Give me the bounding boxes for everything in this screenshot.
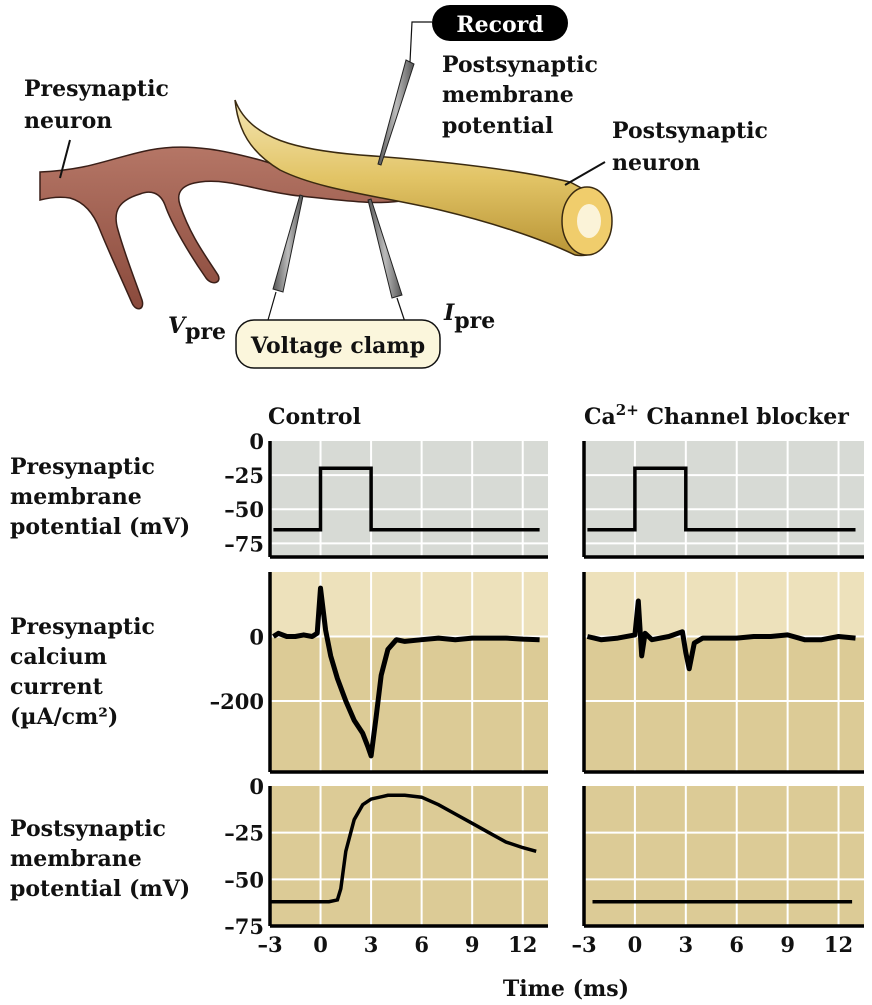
record-caption: Postsynaptic membrane potential	[442, 52, 606, 139]
row-label-line: membrane	[10, 846, 142, 872]
x-tick-label: 9	[780, 932, 795, 957]
vpre-pipette	[267, 194, 304, 321]
y-tick-label: –50	[224, 867, 264, 892]
y-tick-label: 0	[249, 774, 264, 799]
x-tick-label: 3	[679, 932, 694, 957]
record-pipette	[377, 21, 432, 166]
blocker-suffix: Channel blocker	[639, 404, 849, 430]
presynaptic-label-line: Presynaptic	[24, 76, 169, 102]
x-tick-label: 12	[824, 932, 853, 957]
x-tick-label: –3	[257, 932, 282, 957]
vpre-sub: pre	[185, 319, 226, 345]
data-line	[586, 598, 856, 672]
row-label-line: Presynaptic	[10, 614, 155, 640]
record-label: Record	[456, 12, 543, 38]
record-caption-line: membrane	[442, 82, 574, 108]
x-tick-label: 12	[508, 932, 537, 957]
data-line	[272, 585, 540, 759]
y-tick-label: –25	[224, 821, 264, 846]
data-line	[273, 466, 540, 532]
plot-background	[584, 786, 864, 926]
plot-background-upper	[584, 572, 864, 637]
plot-blocker-postsynaptic-potential: –3 0 3 6 9 12	[571, 786, 864, 957]
voltage-clamp-label: Voltage clamp	[250, 333, 425, 359]
row-label-line: potential (mV)	[10, 514, 190, 540]
ipre-pipette	[367, 198, 406, 323]
vpre-main: V	[168, 313, 187, 339]
y-tick-label: –25	[224, 463, 264, 488]
y-tick-label: 0	[249, 429, 264, 454]
x-axis-label: Time (ms)	[503, 976, 629, 1002]
plot-control-postsynaptic-potential: 0 –25 –50 –75–3 0 3 6 9 12	[224, 774, 548, 957]
x-tick-label: 6	[414, 932, 429, 957]
y-tick-label: –50	[224, 497, 264, 522]
data-line	[587, 466, 856, 532]
presynaptic-neuron-label: Presynaptic neuron	[24, 76, 177, 134]
x-tick-label: 9	[465, 932, 480, 957]
y-tick-label: 0	[249, 625, 264, 650]
postsynaptic-neuron-label: Postsynaptic neuron	[612, 118, 776, 176]
x-tick-label: –3	[571, 932, 596, 957]
row-label-line: potential (mV)	[10, 876, 190, 902]
row-label-line: Presynaptic	[10, 454, 155, 480]
row-label-line: current	[10, 674, 104, 700]
blocker-prefix: Ca	[584, 404, 616, 430]
vpre-label: Vpre	[168, 313, 226, 345]
plot-background-lower	[584, 636, 864, 772]
y-tick-label: –75	[224, 531, 264, 556]
voltage-clamp-box: Voltage clamp	[235, 319, 441, 369]
plot-blocker-presynaptic-potential	[582, 441, 864, 559]
presynaptic-pointer-line	[59, 139, 71, 179]
ipre-label: Ipre	[443, 300, 495, 334]
neuron-illustration: Record Postsynaptic membrane potential P…	[24, 5, 776, 369]
x-tick-label: 3	[364, 932, 379, 957]
x-tick-label: 0	[628, 932, 643, 957]
data-line	[270, 793, 537, 904]
postsynaptic-neuron-shape	[234, 99, 613, 257]
record-badge: Record	[432, 5, 568, 41]
plot-background	[584, 441, 864, 557]
postsynaptic-pointer-line	[564, 161, 606, 186]
plot-control-calcium-current: 0 –200	[210, 572, 548, 774]
x-tick-label: 6	[729, 932, 744, 957]
row-label-line: (µA/cm²)	[10, 704, 118, 730]
ipre-main: I	[443, 300, 455, 326]
postsynaptic-label-line: Postsynaptic	[612, 118, 768, 144]
plot-blocker-calcium-current	[582, 572, 864, 774]
plot-background-upper	[270, 572, 548, 637]
postsynaptic-label-line: neuron	[612, 150, 700, 176]
plot-control-presynaptic-potential: 0 –25 –50 –75	[224, 429, 548, 559]
record-caption-line: potential	[442, 113, 553, 139]
plot-background	[270, 441, 548, 557]
row-label-presynaptic-potential: Presynaptic membrane potential (mV)	[10, 454, 190, 540]
y-tick-label: –200	[210, 689, 264, 714]
ipre-sub: pre	[454, 308, 495, 334]
column-title-control: Control	[268, 404, 361, 430]
x-tick-label: 0	[313, 932, 328, 957]
y-tick-label: –75	[224, 914, 264, 939]
plot-background	[270, 786, 548, 926]
row-label-line: Postsynaptic	[10, 816, 166, 842]
column-title-blocker: Ca2+ Channel blocker	[584, 401, 849, 430]
presynaptic-label-line: neuron	[24, 108, 112, 134]
row-label-line: calcium	[10, 644, 107, 670]
row-label-postsynaptic-potential: Postsynaptic membrane potential (mV)	[10, 816, 190, 902]
plot-background-lower	[270, 636, 548, 772]
row-label-line: membrane	[10, 484, 142, 510]
record-caption-line: Postsynaptic	[442, 52, 598, 78]
row-label-calcium-current: Presynaptic calcium current (µA/cm²)	[10, 614, 163, 730]
blocker-superscript: 2+	[616, 401, 639, 419]
